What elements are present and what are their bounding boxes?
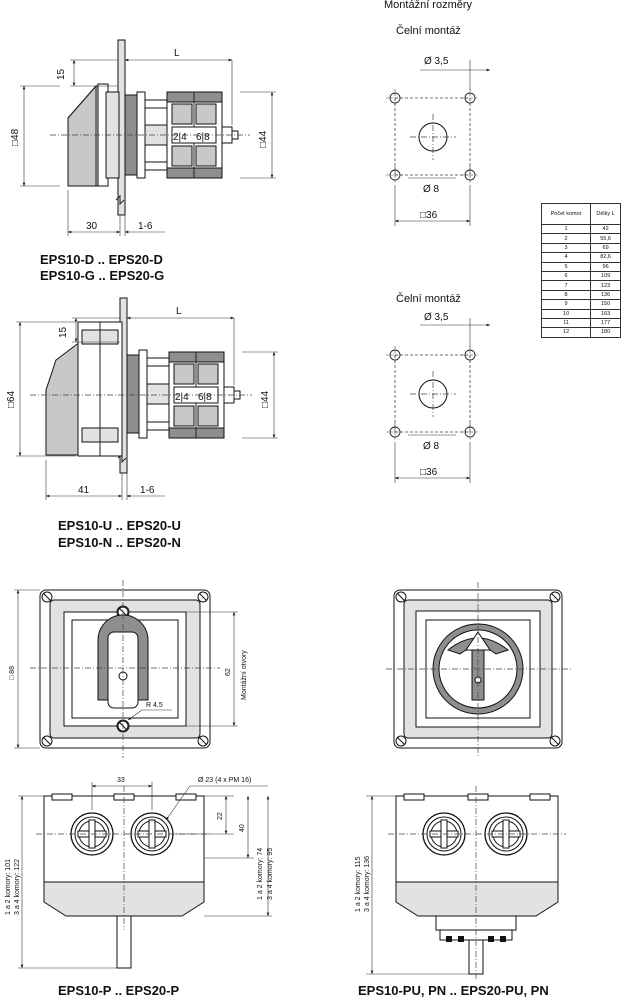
front-mount-cutout-2: Ø 3,5 Ø 8 □36 (385, 312, 491, 483)
top-caption-2: EPS10-G .. EPS20-G (40, 268, 164, 283)
table-cell-length: 136 (590, 289, 621, 301)
cutout2-square: □36 (420, 467, 438, 478)
side-right-caption: EPS10-PU, PN .. EPS20-PU, PN (358, 983, 549, 998)
mid-dim-41: 41 (78, 485, 90, 496)
box-dim-radius: R 4,5 (146, 702, 163, 709)
cutout2-hole-small: Ø 3,5 (424, 312, 449, 323)
table-cell-chambers: 3 (540, 242, 592, 254)
table-cell-chambers: 2 (540, 233, 592, 244)
top-dim-48: □48 (10, 128, 21, 146)
front-mount-label-2: Čelní montáž (396, 292, 461, 305)
table-cell-length: 69 (590, 242, 621, 254)
mid-dim-1-6: 1-6 (140, 485, 155, 496)
table-cell-chambers: 12 (540, 327, 592, 338)
mid-dim-64: □64 (6, 390, 17, 408)
table-cell-length: 123 (590, 280, 621, 291)
table-cell-length: 163 (590, 308, 621, 319)
side-dim-gland: Ø 23 (4 x PM 16) (198, 777, 251, 784)
front-mount-cutout-1: Ø 3,5 Ø 8 □36 (385, 56, 491, 226)
side-dim-left-1: 1 a 2 komory: 101 (5, 859, 12, 915)
header-title: Montážní rozměry (384, 0, 473, 11)
cutout2-hole-center: Ø 8 (423, 441, 440, 452)
table-cell-chambers: 1 (540, 223, 592, 235)
table-cell-length: 150 (590, 299, 621, 310)
cutout1-hole-center: Ø 8 (423, 184, 440, 195)
top-caption-1: EPS10-D .. EPS20-D (40, 252, 163, 267)
table-cell-length: 82,6 (590, 252, 621, 263)
side-right-dim-2: 3 a 4 komory: 136 (364, 856, 371, 912)
cutout1-square: □36 (420, 210, 438, 221)
cutout1-hole-small: Ø 3,5 (424, 56, 449, 67)
box-dim-88: □ 88 (9, 666, 16, 680)
box-side-right: 1 a 2 komory: 115 3 a 4 komory: 136 (355, 786, 566, 980)
mid-label-68: 6|8 (198, 392, 212, 403)
table-cell-length: 42 (590, 223, 621, 235)
table-cell-chambers: 11 (540, 317, 592, 329)
table-cell-chambers: 10 (540, 308, 592, 319)
top-label-68: 6|8 (196, 132, 210, 143)
table-cell-length: 177 (590, 317, 621, 329)
side-left-caption: EPS10-P .. EPS20-P (58, 983, 179, 998)
mid-caption-2: EPS10-N .. EPS20-N (58, 535, 181, 550)
top-dim-44: □44 (258, 130, 269, 148)
table-cell-length: 180 (590, 327, 621, 338)
mid-caption-1: EPS10-U .. EPS20-U (58, 518, 181, 533)
table-col-length: Délky L (590, 203, 621, 225)
mid-dim-15: 15 (58, 326, 69, 338)
box-front-left: □ 88 62 Montážní otvory R 4,5 (9, 580, 248, 758)
table-cell-chambers: 4 (540, 252, 592, 263)
side-dim-right-1: 1 a 2 komory: 74 (257, 848, 264, 900)
top-dim-15: 15 (56, 68, 67, 80)
box-front-right (386, 582, 572, 758)
mid-label-24: 2|4 (175, 392, 189, 403)
table-cell-chambers: 7 (540, 280, 592, 291)
mid-dim-L: L (176, 306, 182, 317)
side-right-dim-1: 1 a 2 komory: 115 (355, 856, 362, 912)
table-cell-chambers: 6 (540, 270, 592, 282)
table-cell-length: 96 (590, 261, 621, 272)
box-side-left: 33 Ø 23 (4 x PM 16) 22 40 1 a 2 komory: … (5, 777, 274, 969)
table-cell-length: 55,6 (590, 233, 621, 244)
box-mounting-holes: Montážní otvory (241, 650, 248, 700)
table-cell-chambers: 9 (540, 299, 592, 310)
table-cell-chambers: 8 (540, 289, 592, 301)
middle-side-view: 2|4 6|8 L 15 □64 □44 41 1-6 (6, 297, 278, 500)
table-header-row: Počet komor Délky L (540, 203, 621, 225)
front-mount-label-1: Čelní montáž (396, 24, 461, 37)
table-cell-length: 109 (590, 270, 621, 282)
top-label-24: 2|4 (173, 132, 187, 143)
table-col-chambers: Počet komor (540, 203, 592, 225)
side-dim-22: 22 (217, 812, 224, 820)
top-dim-30: 30 (86, 221, 98, 232)
side-dim-right-2: 3 a 4 komory: 95 (267, 848, 274, 900)
side-dim-40: 40 (239, 824, 246, 832)
side-dim-left-2: 3 a 4 komory: 122 (14, 859, 21, 915)
box-dim-62: 62 (225, 668, 232, 676)
table-cell-chambers: 5 (540, 261, 592, 272)
top-side-view: 2|4 6|8 L 15 □48 □44 30 1-6 (10, 39, 276, 236)
mid-dim-44: □44 (260, 390, 271, 408)
side-dim-33: 33 (117, 777, 125, 784)
top-dim-L: L (174, 48, 180, 59)
top-dim-1-6: 1-6 (138, 221, 153, 232)
